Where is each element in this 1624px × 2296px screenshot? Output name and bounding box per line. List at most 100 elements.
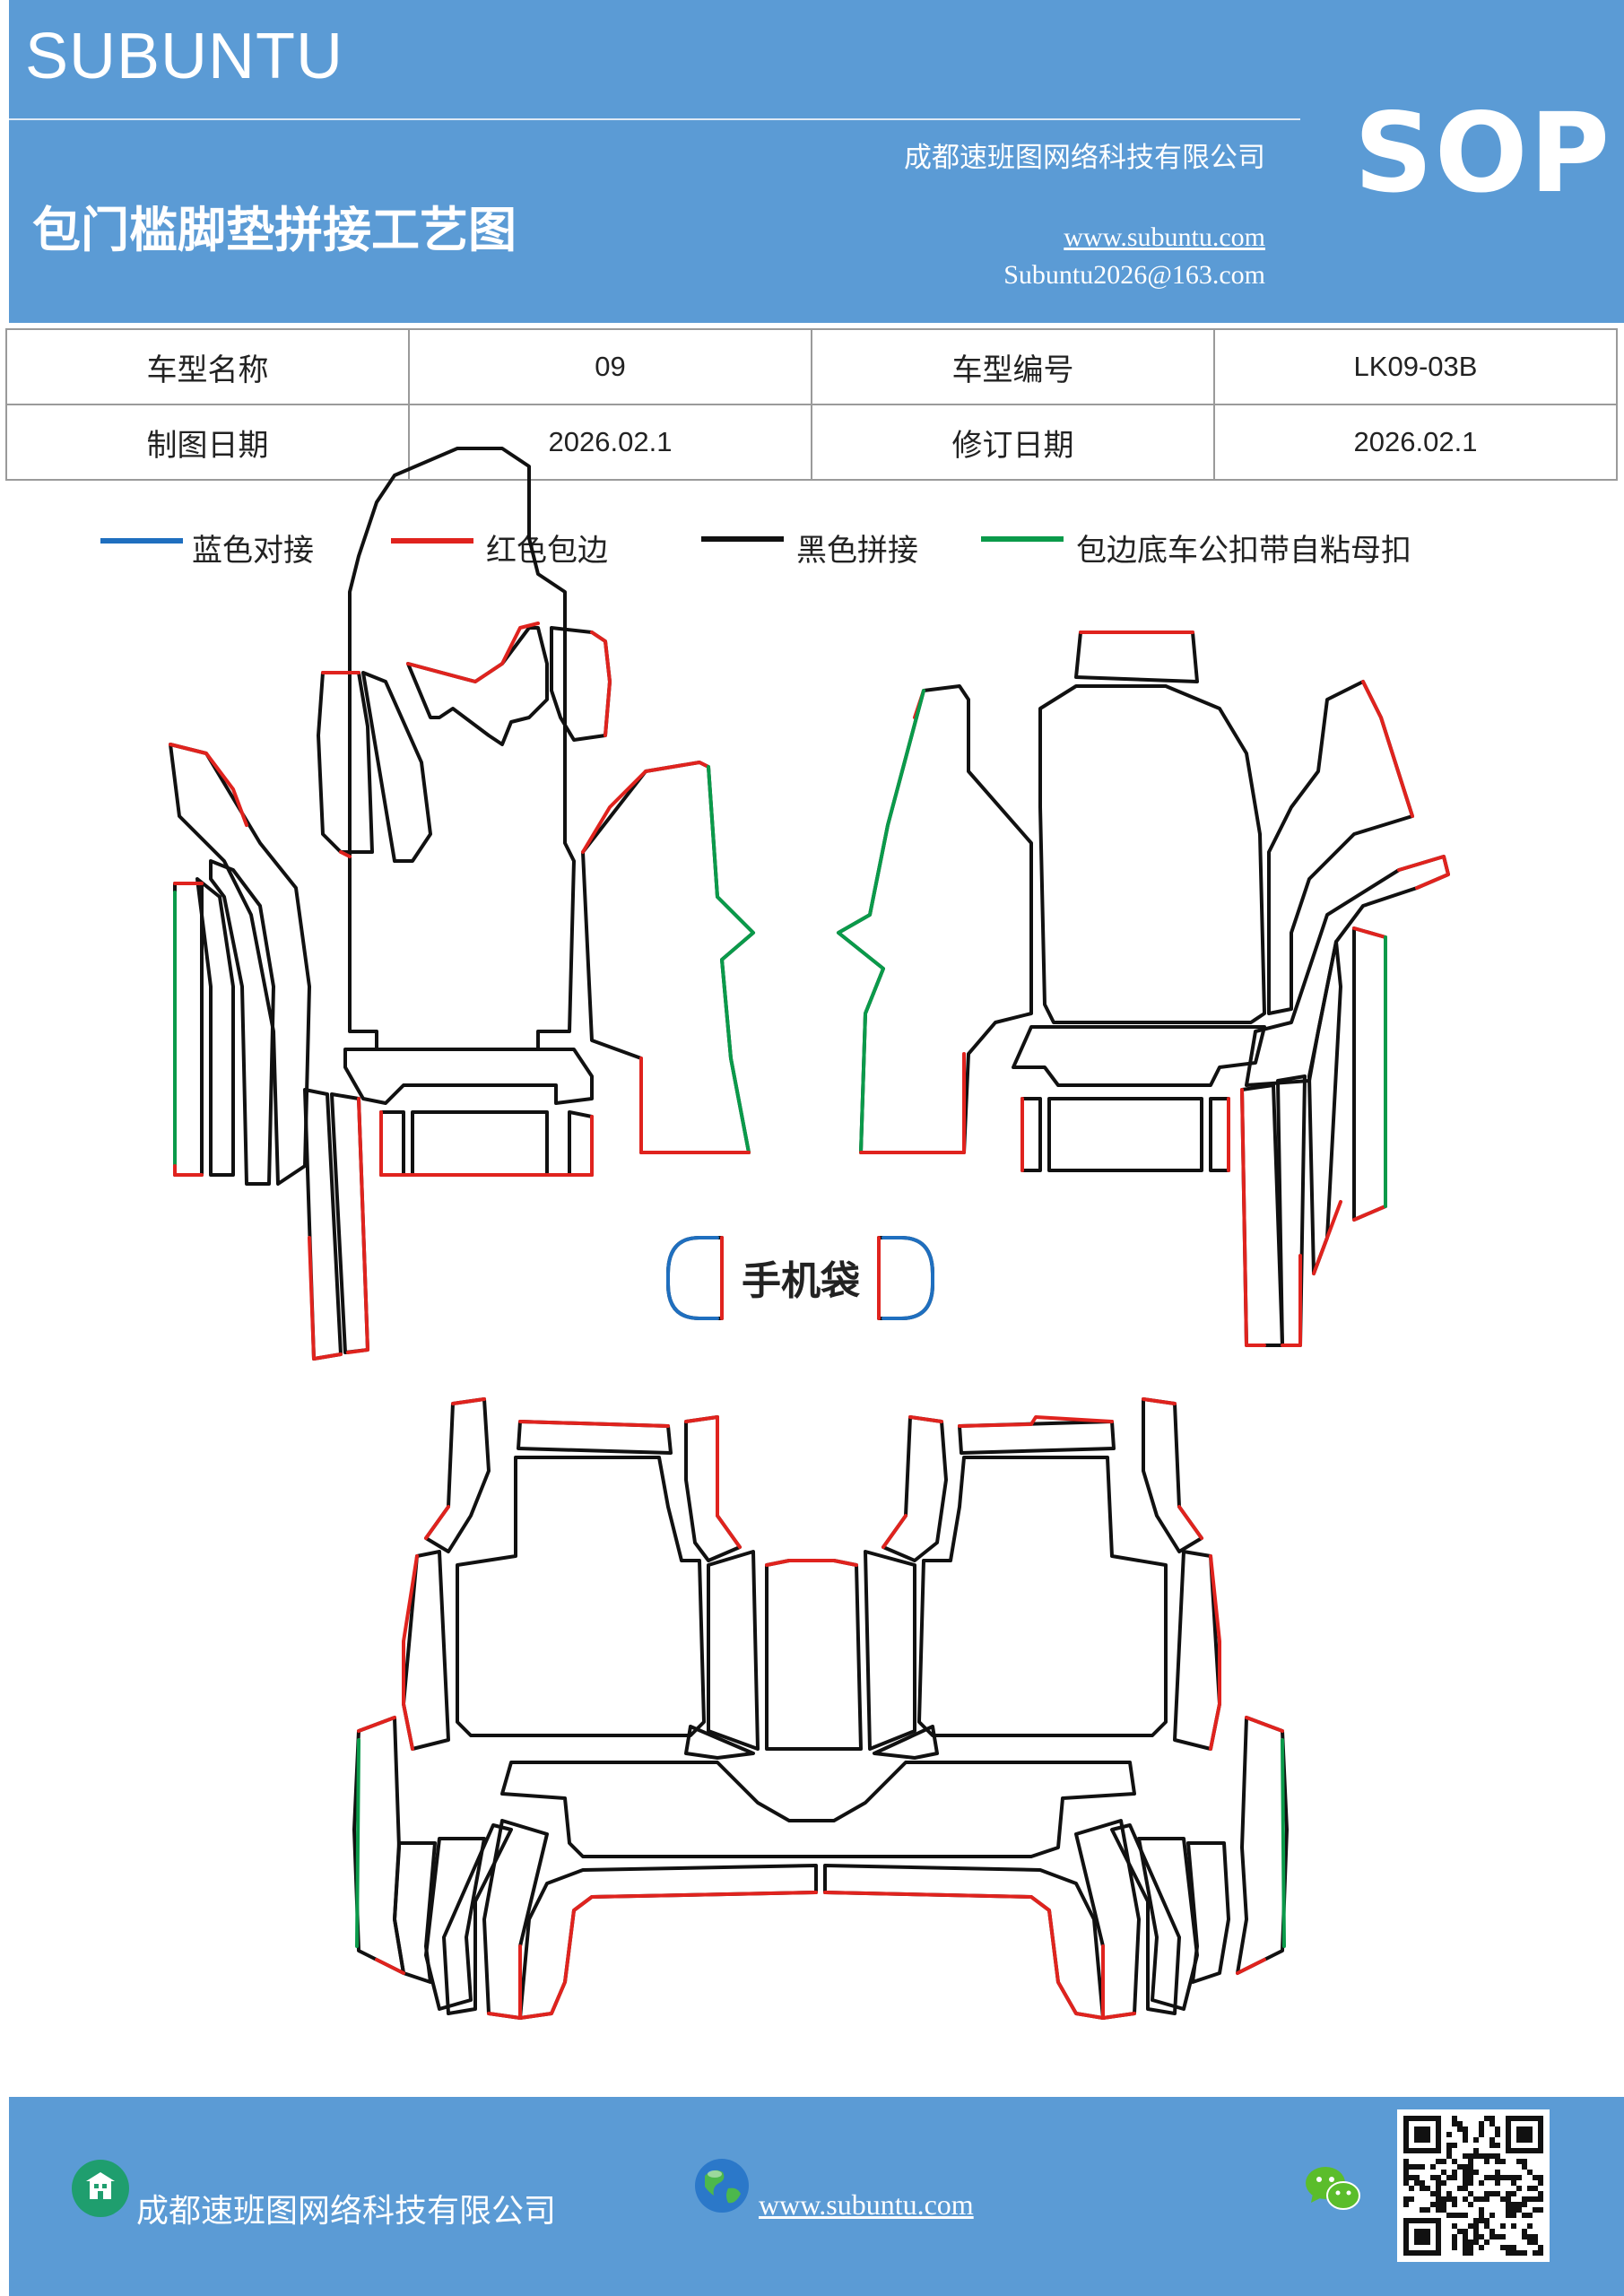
rear-lower-right-half-edge (823, 1891, 1105, 2020)
drawing-date-value: 2026.02.1 (408, 404, 812, 481)
rear-right-top-bar-edge (958, 1415, 1114, 1428)
rear-lower-bar (500, 1761, 1136, 1858)
email-address: Subuntu2026@163.com (1003, 260, 1265, 290)
rear-center-left-strip (707, 1550, 760, 1751)
front-left-top-piece-edge (406, 622, 540, 683)
front-right-sill-strip-3-edge (1312, 1200, 1342, 1275)
rear-left-top-corner-edge (424, 1397, 486, 1540)
legend-line-green (981, 536, 1064, 542)
footer-website-link[interactable]: www.subuntu.com (759, 2188, 974, 2221)
rear-left-top-corner (424, 1397, 491, 1553)
legend-label-black: 黑色拼接 (796, 533, 918, 569)
model-name-label: 车型名称 (5, 328, 410, 405)
wechat-icon (1302, 2161, 1363, 2215)
front-left-long-strip-1-edge (308, 1236, 343, 1361)
front-left-right-panel-top-edge (581, 761, 710, 854)
rear-lower-right-fan-3 (1110, 1823, 1181, 2015)
phone-pocket-left-piece (666, 1236, 724, 1320)
phone-pocket-group (666, 1236, 934, 1320)
front-left-corner-edge (339, 850, 352, 858)
front-right-rear-strip-right (1209, 1097, 1230, 1172)
rear-lower-right-outer-green (1281, 1738, 1286, 1948)
front-left-right-panel (581, 761, 755, 1154)
rear-lower-right-outer (1236, 1716, 1289, 1975)
rear-lower-right-half (823, 1864, 1105, 2020)
front-left-right-panel-green-edge (707, 765, 755, 1154)
front-right-sill-strip-2-edge (1281, 1254, 1302, 1347)
building-icon (72, 2160, 129, 2217)
front-right-sill-strip-4 (1352, 926, 1387, 1222)
front-left-rear-strip (411, 1110, 549, 1177)
footer-company-name: 成都速班图网络科技有限公司 (136, 2193, 557, 2230)
rear-lower-left-outer-edge (357, 1716, 405, 1975)
front-left-side-piece (317, 671, 374, 854)
front-left-sill-strip-3 (173, 882, 204, 1177)
front-right-top-cap (1074, 631, 1199, 683)
front-left-sill-strip-1 (209, 859, 275, 1186)
rear-center-right-wedge (873, 1725, 939, 1760)
legend-label-blue: 蓝色对接 (192, 533, 314, 569)
rear-right-top-corner-edge (1142, 1397, 1203, 1540)
model-name-value: 09 (408, 328, 812, 405)
front-right-rear-strip-left (1020, 1097, 1042, 1172)
front-left-top-cap (550, 626, 612, 742)
rear-right-mid-piece (881, 1415, 948, 1562)
rear-right-mid-piece-edge (881, 1415, 943, 1549)
front-left-heel-panel (343, 1048, 594, 1105)
front-right-main-mat (1038, 684, 1266, 1024)
drawing-date-label: 制图日期 (5, 404, 410, 481)
front-right-side-panel-edge (1361, 680, 1414, 818)
table-row: 制图日期 2026.02.1 修订日期 2026.02.1 (5, 404, 1618, 481)
rear-left-mid-piece (684, 1415, 742, 1562)
front-right-left-panel (837, 684, 1033, 1154)
legend-line-red (391, 538, 473, 544)
rear-lower-left-fan-4-edge (487, 1944, 522, 2020)
rear-center-tunnel-edge (765, 1559, 858, 1567)
rear-lower-left-fan-4 (482, 1819, 549, 2020)
rear-lower-right-fan-4 (1074, 1819, 1141, 2020)
model-code-label: 车型编号 (811, 328, 1215, 405)
front-right-sill-piece (1245, 855, 1450, 1087)
header-divider (9, 118, 1300, 120)
front-right-sill-strip-1-edge (1240, 1088, 1266, 1347)
front-left-rear-strip-left (379, 1110, 405, 1177)
front-left-top-cap-edge (590, 631, 612, 737)
rear-lower-left-half-edge (518, 1891, 818, 2020)
revision-date-label: 修订日期 (811, 404, 1215, 481)
front-left-sill-piece-edge (169, 743, 248, 827)
vehicle-info-table: 车型名称 09 车型编号 LK09-03B 制图日期 2026.02.1 修订日… (5, 328, 1618, 481)
rear-left-top-bar-edge (518, 1420, 670, 1428)
front-right-side-panel (1267, 680, 1414, 1015)
front-right-mat-group (837, 631, 1450, 1347)
rear-lower-left-fan-2 (424, 1837, 486, 2011)
rear-lower-right-fan-2 (1137, 1837, 1199, 2011)
rear-center-right-strip (864, 1550, 916, 1751)
rear-left-side-strip (402, 1550, 450, 1751)
phone-pocket-right-edge (881, 1236, 934, 1320)
front-right-rear-strip (1047, 1097, 1203, 1172)
website-link[interactable]: www.subuntu.com (1064, 222, 1265, 252)
front-right-sill-strip-1 (1240, 1083, 1284, 1347)
legend-label-red: 红色包边 (486, 533, 608, 569)
front-left-right-panel-bottom-edge (639, 1057, 751, 1154)
rear-lower-left-outer (352, 1716, 405, 1975)
rear-mat-group (352, 1397, 1289, 2020)
front-right-left-panel-green-edge (837, 689, 925, 1154)
globe-icon (692, 2156, 751, 2215)
phone-pocket-right-piece (877, 1236, 934, 1320)
rear-center-tunnel (765, 1559, 863, 1751)
phone-pocket-label: 手机袋 (742, 1258, 860, 1304)
front-right-heel-panel (1012, 1025, 1266, 1087)
rear-lower-left-half (518, 1864, 818, 2020)
front-right-sill-strip-4-edge (1352, 926, 1387, 1222)
sop-badge: SOP (1354, 90, 1611, 217)
legend-line-black (701, 536, 784, 542)
qr-code (1397, 2109, 1550, 2262)
legend-line-blue (100, 538, 183, 544)
model-code-value: LK09-03B (1213, 328, 1618, 405)
rear-left-side-strip-edge (402, 1554, 419, 1751)
front-left-mat-group (169, 447, 755, 1361)
front-left-main-mat (348, 447, 576, 1051)
header-banner (9, 0, 1624, 323)
